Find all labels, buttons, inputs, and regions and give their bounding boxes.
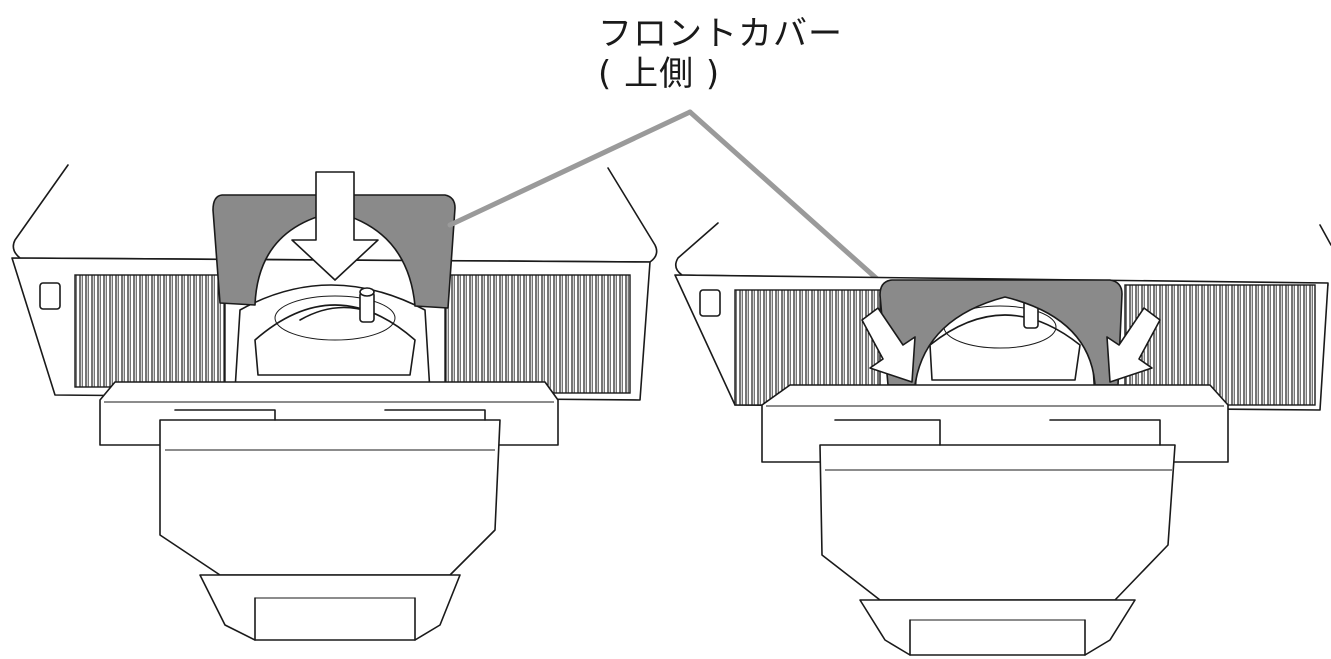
down-arrow-icon xyxy=(291,171,379,281)
front-cover-label-line1: フロントカバー xyxy=(598,14,843,54)
front-cover-label-line2: ( 上側 ) xyxy=(598,54,721,94)
front-cover-label: フロントカバー ( 上側 ) xyxy=(598,14,843,94)
leader-lines xyxy=(447,109,898,298)
left-push-arrow-icon xyxy=(861,307,916,383)
front-cover-installed xyxy=(879,279,1123,386)
right-push-arrow-icon xyxy=(1106,307,1161,383)
projector-before xyxy=(11,164,658,641)
projector-after xyxy=(674,222,1331,656)
